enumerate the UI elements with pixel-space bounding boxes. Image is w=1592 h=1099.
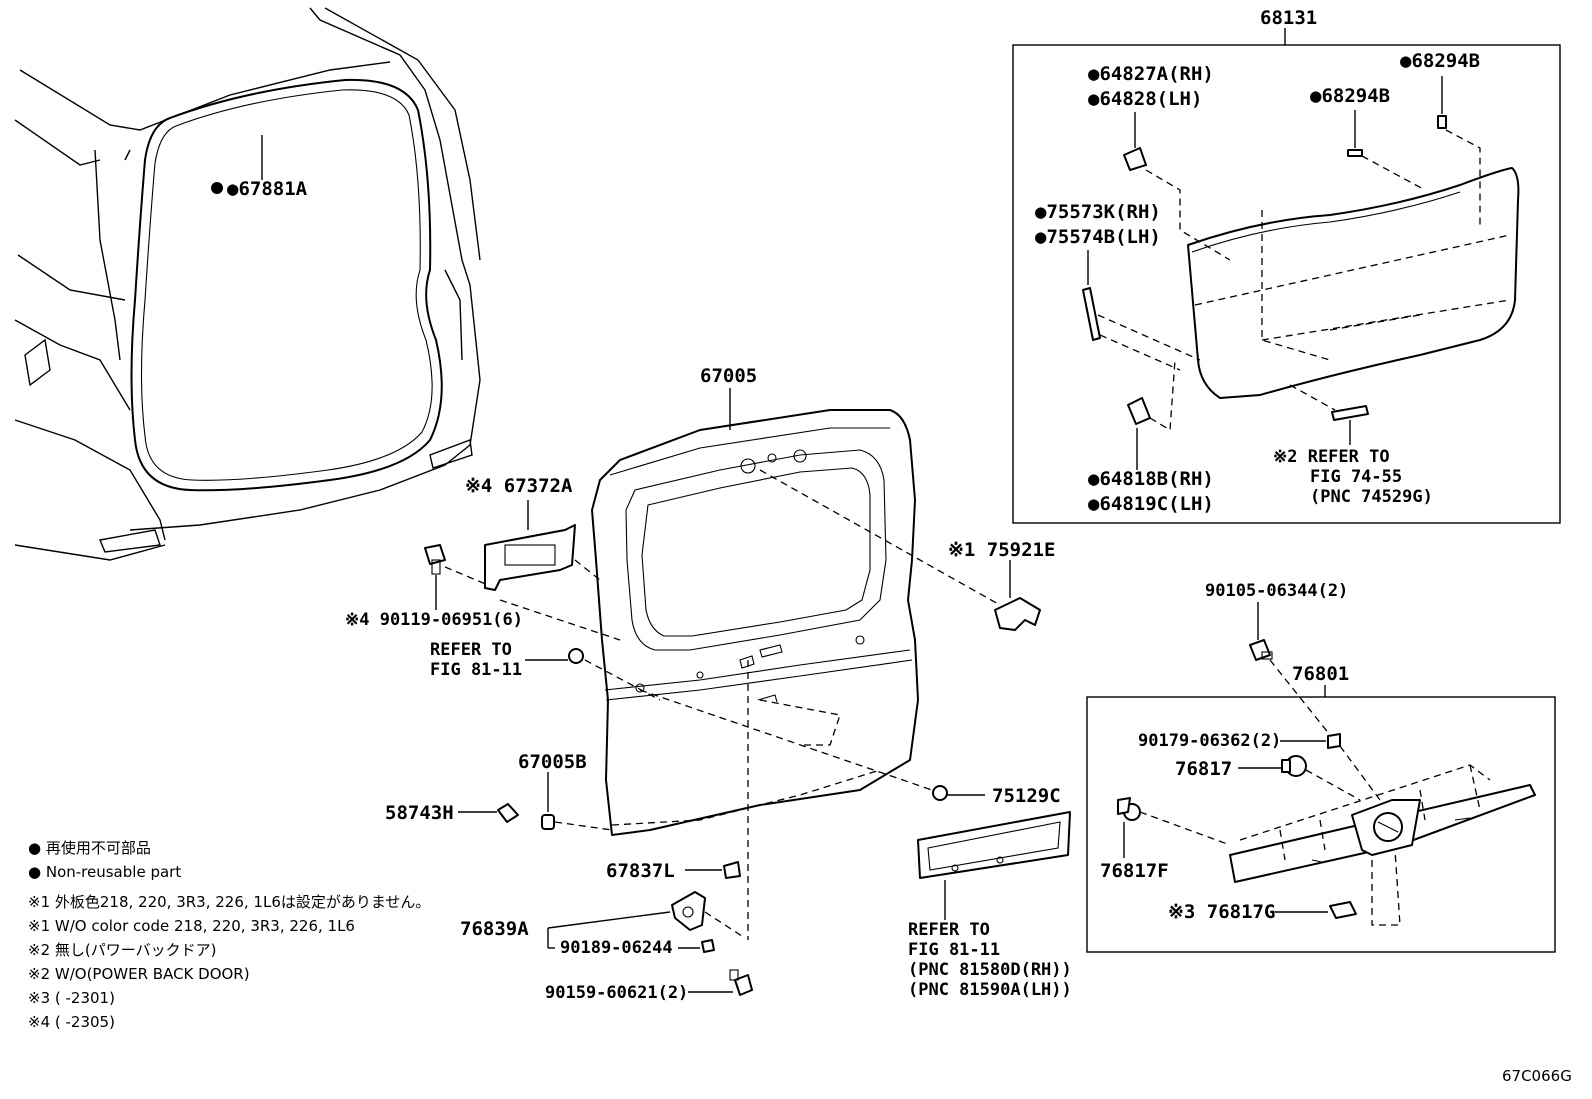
label-76839a: 76839A bbox=[460, 918, 529, 940]
label-90189: 90189-06244 bbox=[560, 938, 673, 958]
label-67372a: ※4 67372A bbox=[465, 475, 573, 497]
hinge-67372a bbox=[484, 500, 576, 591]
note-line-6: ※2 W/O(POWER BACK DOOR) bbox=[28, 965, 250, 983]
garnish-81580d bbox=[917, 811, 1071, 879]
note-line-3: ※1 外板色218, 220, 3R3, 226, 1L6は設定がありません。 bbox=[28, 893, 430, 911]
label-76817g: ※3 76817G bbox=[1168, 901, 1275, 923]
label-76801: 76801 bbox=[1292, 663, 1349, 685]
label-67005: 67005 bbox=[700, 365, 757, 387]
label-90159: 90159-60621(2) bbox=[545, 983, 688, 1003]
label-67837l: 67837L bbox=[606, 860, 675, 882]
bracket-76839a bbox=[671, 891, 706, 931]
refer-fig-81-11-lower-line2: FIG 81-11 bbox=[908, 940, 1000, 960]
refer-fig-81-11-lower-line1: REFER TO bbox=[908, 920, 990, 940]
label-90105: 90105-06344(2) bbox=[1205, 581, 1348, 601]
clip-76817 bbox=[1281, 755, 1307, 777]
label-64827a: ●64827A(RH) bbox=[1088, 63, 1214, 85]
figure-code: 67C066G bbox=[1502, 1067, 1572, 1085]
vehicle-body-outline bbox=[14, 7, 481, 561]
ref-fig-74-55-line1: ※2 REFER TO bbox=[1273, 447, 1390, 467]
clip-67837l bbox=[723, 861, 741, 879]
bolt-90105 bbox=[1249, 639, 1273, 661]
label-76817f: 76817F bbox=[1100, 860, 1169, 882]
back-door-panel-67005 bbox=[591, 409, 919, 836]
label-75574b: ●75574B(LH) bbox=[1035, 226, 1161, 248]
note-line-7: ※3 ( -2301) bbox=[28, 989, 115, 1007]
bolt-90119 bbox=[424, 544, 446, 575]
label-90179: 90179-06362(2) bbox=[1138, 731, 1281, 751]
note-line-1: ● 再使用不可部品 bbox=[28, 839, 151, 857]
label-90119: ※4 90119-06951(6) bbox=[345, 610, 523, 630]
label-64819c: ●64819C(LH) bbox=[1088, 493, 1214, 515]
label-64828: ●64828(LH) bbox=[1088, 88, 1202, 110]
note-line-5: ※2 無し(パワーバックドア) bbox=[28, 941, 216, 959]
back-window-glass bbox=[1187, 167, 1520, 399]
note-line-4: ※1 W/O color code 218, 220, 3R3, 226, 1L… bbox=[28, 917, 355, 935]
clip-76817f bbox=[1117, 797, 1141, 821]
refer-fig-81-11-upper-line2: FIG 81-11 bbox=[430, 660, 522, 680]
label-75573k: ●75573K(RH) bbox=[1035, 201, 1161, 223]
ref-fig-74-55-line2: FIG 74-55 bbox=[1310, 467, 1402, 487]
label-75129c: 75129C bbox=[992, 785, 1061, 807]
label-58743h: 58743H bbox=[385, 802, 454, 824]
label-68294b-right: ●68294B bbox=[1400, 50, 1480, 72]
label-67881a: ●67881A bbox=[227, 178, 308, 200]
plug-67005b bbox=[541, 772, 555, 830]
bolt-90159 bbox=[729, 969, 753, 996]
label-68131: 68131 bbox=[1260, 7, 1317, 29]
label-68294b-left: ●68294B bbox=[1310, 85, 1390, 107]
garnish-76801 bbox=[1229, 764, 1536, 883]
label-64818b: ●64818B(RH) bbox=[1088, 468, 1214, 490]
refer-pnc-81590a: (PNC 81590A(LH)) bbox=[908, 980, 1072, 1000]
label-67005b: 67005B bbox=[518, 751, 587, 773]
note-line-2: ● Non-reusable part bbox=[28, 863, 181, 881]
pad-58743h bbox=[497, 803, 519, 823]
note-line-8: ※4 ( -2305) bbox=[28, 1013, 115, 1031]
refer-pnc-81580d: (PNC 81580D(RH)) bbox=[908, 960, 1072, 980]
weatherstrip-67881a bbox=[130, 78, 443, 492]
box-76801 bbox=[1086, 696, 1556, 953]
refer-fig-81-11-upper-line1: REFER TO bbox=[430, 640, 512, 660]
label-76817: 76817 bbox=[1175, 758, 1232, 780]
box-68131 bbox=[1012, 44, 1561, 524]
bumper-75921e bbox=[994, 597, 1041, 631]
label-75921e: ※1 75921E bbox=[948, 539, 1055, 561]
ref-pnc-74529g: (PNC 74529G) bbox=[1310, 487, 1433, 507]
clip-76817g bbox=[1329, 901, 1357, 919]
